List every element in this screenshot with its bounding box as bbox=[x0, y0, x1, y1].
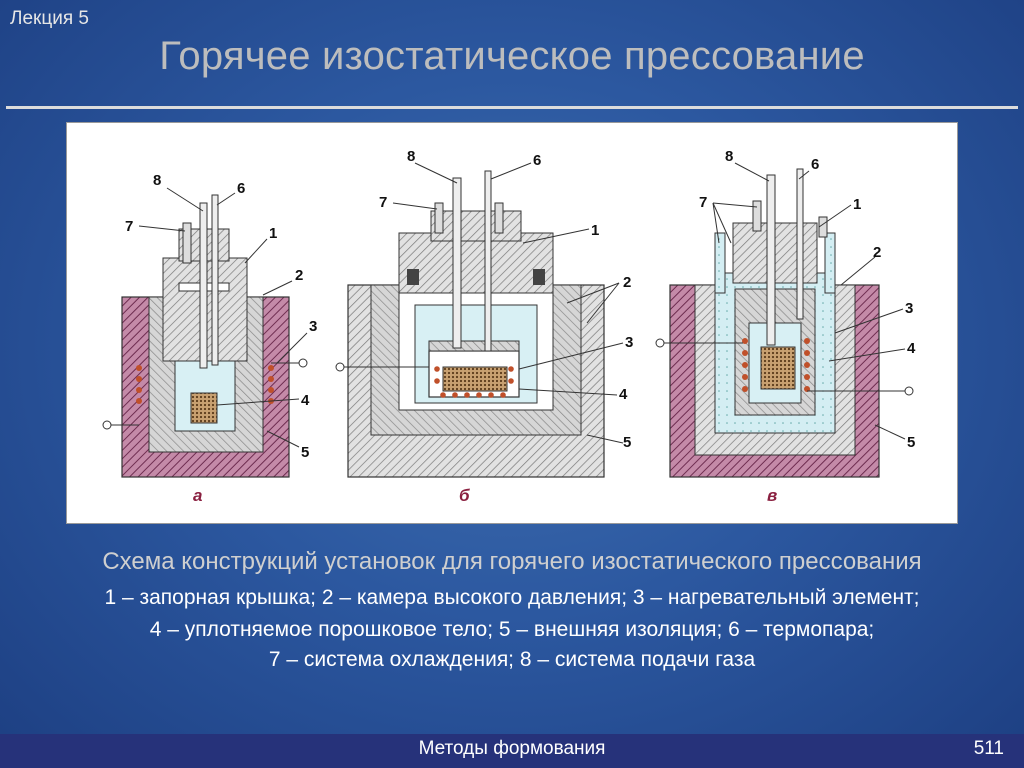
panel-b-label-8: 8 bbox=[407, 148, 415, 165]
slide-title: Горячее изостатическое прессование bbox=[159, 34, 865, 78]
diagram-caption: Схема конструкций установок для горячего… bbox=[102, 548, 922, 575]
legend-line-3: 7 – система охлаждения; 8 – система пода… bbox=[268, 648, 756, 671]
panel-a-label-7: 7 bbox=[125, 218, 133, 235]
panel-b-label-5: 5 bbox=[623, 434, 631, 451]
footer-title: Методы формования bbox=[418, 738, 606, 759]
panel-a-label-5: 5 bbox=[301, 444, 309, 461]
footer-bar bbox=[0, 734, 1024, 768]
legend-line-1: 1 – запорная крышка; 2 – камера высокого… bbox=[104, 586, 920, 609]
panel-b-label-3: 3 bbox=[625, 334, 633, 351]
panel-b-label-2: 2 bbox=[623, 274, 631, 291]
panel-a-label-4: 4 bbox=[301, 392, 310, 409]
title-divider bbox=[6, 106, 1018, 109]
hip-installations-diagram: 8 6 7 1 2 3 4 5 а bbox=[66, 122, 958, 524]
panel-a: 8 6 7 1 2 3 4 5 а bbox=[102, 172, 317, 505]
panel-a-label-8: 8 bbox=[153, 172, 161, 189]
panel-a-label-2: 2 bbox=[295, 267, 303, 284]
panel-c-label-1: 1 bbox=[853, 196, 861, 213]
lecture-label: Лекция 5 bbox=[10, 8, 89, 29]
panel-b-label-1: 1 bbox=[591, 222, 599, 239]
panel-c-label-3: 3 bbox=[905, 300, 913, 317]
legend-line-2: 4 – уплотняемое порошковое тело; 5 – вне… bbox=[149, 618, 875, 641]
panel-c-label-5: 5 bbox=[907, 434, 915, 451]
panel-c-label-7: 7 bbox=[699, 194, 707, 211]
page-number: 511 bbox=[973, 738, 1004, 759]
panel-c-label-4: 4 bbox=[907, 340, 916, 357]
panel-b-label-6: 6 bbox=[533, 152, 541, 169]
panel-c-label-2: 2 bbox=[873, 244, 881, 261]
panel-c-label-8: 8 bbox=[725, 148, 733, 165]
panel-b-sublabel: б bbox=[459, 486, 470, 505]
panel-c-sublabel: в bbox=[767, 486, 777, 505]
panel-a-label-6: 6 bbox=[237, 180, 245, 197]
panel-a-sublabel: а bbox=[193, 486, 202, 505]
panel-c: 8 6 7 1 2 3 4 5 в bbox=[655, 148, 916, 505]
panel-b-label-7: 7 bbox=[379, 194, 387, 211]
panel-c-label-6: 6 bbox=[811, 156, 819, 173]
panel-b-label-4: 4 bbox=[619, 386, 628, 403]
panel-a-label-3: 3 bbox=[309, 318, 317, 335]
panel-a-label-1: 1 bbox=[269, 225, 277, 242]
panel-b: 8 6 7 1 2 3 4 5 б bbox=[335, 148, 633, 505]
